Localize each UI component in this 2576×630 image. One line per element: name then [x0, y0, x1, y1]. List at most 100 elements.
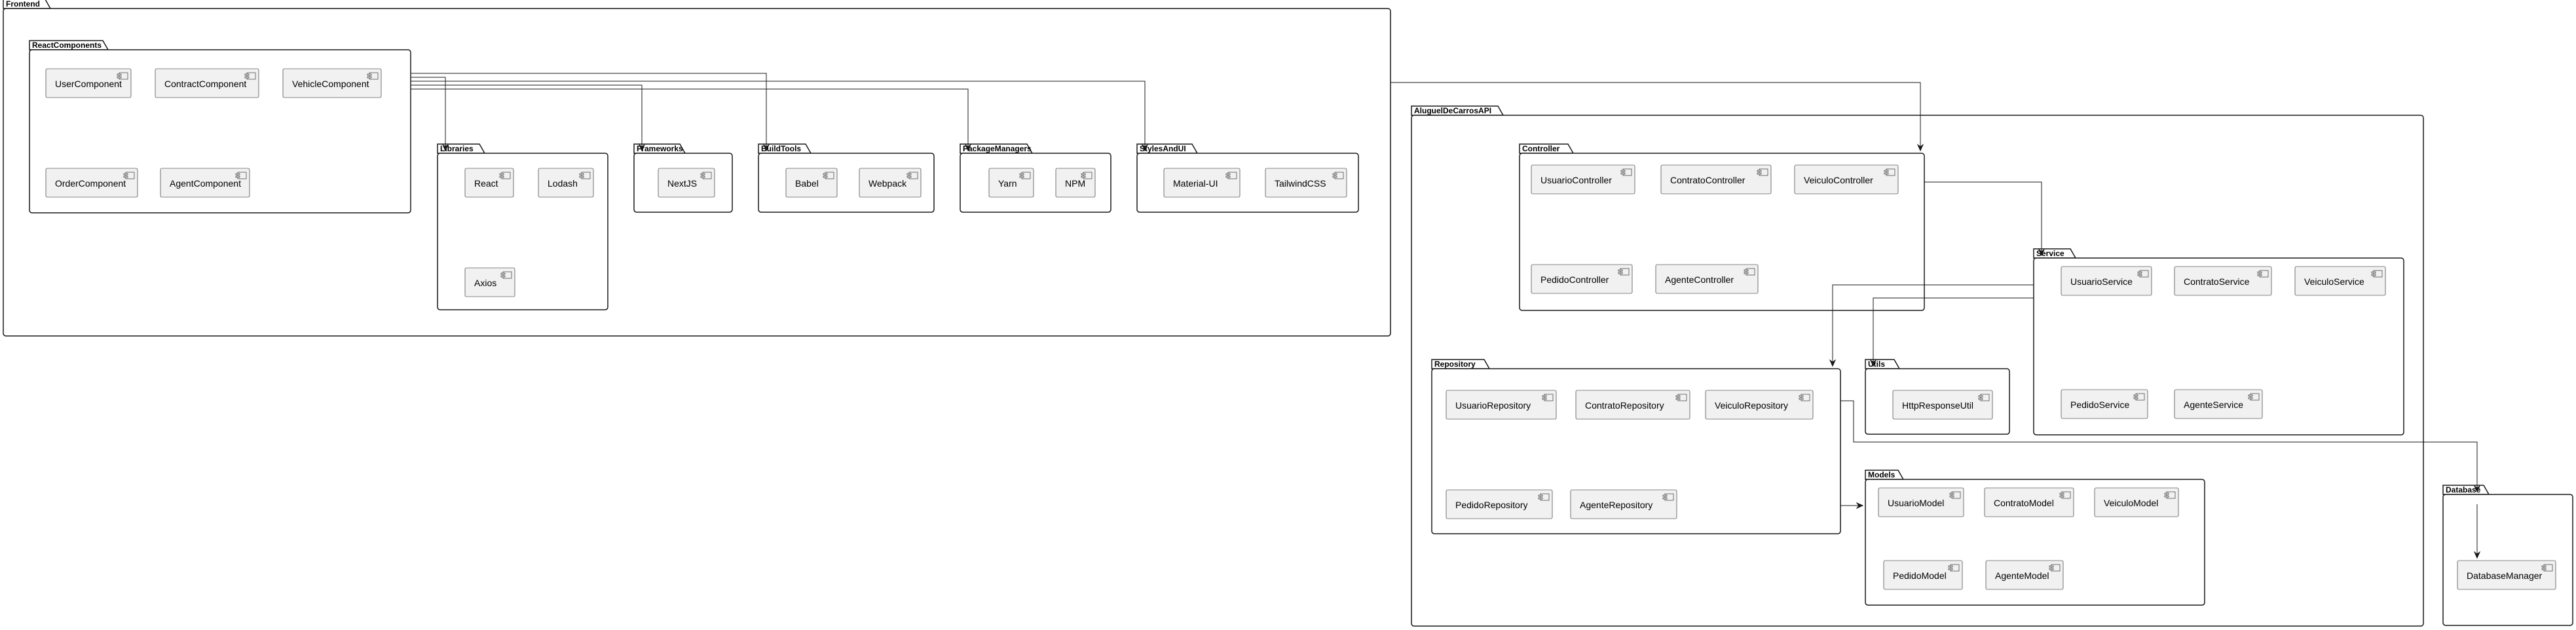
components-layer: UserComponent ContractComponent VehicleCom… — [45, 68, 2556, 590]
component-box — [1446, 489, 1553, 519]
component-icon — [2257, 270, 2269, 278]
component-label: OrderComponent — [55, 178, 126, 189]
component-vehicle-component: VehicleComponent — [282, 68, 382, 98]
edges-layer — [411, 73, 2481, 559]
component-box — [538, 168, 594, 198]
component-box — [785, 168, 838, 198]
component-order-component: OrderComponent — [45, 168, 138, 198]
component-label: Lodash — [548, 178, 578, 189]
component-box — [1794, 164, 1899, 195]
package-label: Libraries — [440, 144, 474, 153]
arrow-head — [441, 143, 449, 152]
component-label: Yarn — [998, 178, 1017, 189]
package-label: BuildTools — [761, 144, 801, 153]
package-label: AluguelDeCarrosAPI — [1414, 106, 1491, 115]
component-label: AgenteService — [2184, 399, 2243, 410]
component-box — [282, 68, 382, 98]
component-contrato-controller: ContratoController — [1660, 164, 1772, 195]
arrow-head — [2038, 248, 2045, 257]
component-label: React — [474, 178, 498, 189]
component-icon — [2248, 393, 2260, 401]
component-icon — [244, 72, 256, 80]
component-label: Material-UI — [1173, 178, 1218, 189]
component-label: UsuarioRepository — [1455, 400, 1531, 411]
component-http-response-util: HttpResponseUtil — [1892, 390, 1993, 420]
component-label: VeiculoController — [1804, 175, 1873, 185]
component-box — [1878, 487, 1964, 517]
component-icon — [1675, 394, 1687, 401]
component-label: NextJS — [667, 178, 697, 189]
component-icon — [1019, 172, 1031, 179]
component-babel: Babel — [785, 168, 838, 198]
package-body — [2442, 494, 2573, 626]
component-label: HttpResponseUtil — [1902, 400, 1973, 411]
package-label: Repository — [1434, 360, 1476, 369]
edge-service-to-repository — [1829, 284, 2034, 367]
arrow-head — [762, 143, 770, 152]
component-label: VeiculoModel — [2104, 498, 2158, 508]
component-box — [2457, 560, 2556, 590]
edge-repository-to-database — [1840, 400, 2481, 493]
component-label: Axios — [474, 278, 496, 288]
component-axios: Axios — [464, 267, 515, 297]
component-box — [1705, 390, 1814, 420]
component-icon — [2133, 393, 2145, 401]
component-icon — [1081, 172, 1092, 179]
component-label: ContractComponent — [164, 79, 246, 89]
component-box — [658, 168, 715, 198]
component-icon — [1757, 168, 1768, 176]
package-label: ReactComponents — [32, 41, 102, 50]
component-icon — [579, 172, 591, 179]
component-label: VeiculoService — [2304, 276, 2364, 287]
component-icon — [1225, 172, 1237, 179]
component-label: AgenteController — [1665, 274, 1734, 285]
package-body — [758, 153, 935, 213]
component-box — [1446, 390, 1557, 420]
package-database: Database — [2442, 485, 2573, 626]
package-label: Frameworks — [637, 144, 683, 153]
component-icon — [1620, 168, 1632, 176]
component-box — [2174, 266, 2272, 296]
component-icon — [499, 172, 511, 179]
edge-repository-to-models — [1840, 502, 1864, 510]
component-icon — [1332, 172, 1344, 179]
component-database-manager: DatabaseManager — [2457, 560, 2556, 590]
component-label: PedidoModel — [1893, 570, 1947, 581]
component-label: ContratoRepository — [1585, 400, 1664, 411]
component-box — [1575, 390, 1690, 420]
component-icon — [1542, 394, 1554, 401]
component-icon — [1662, 493, 1674, 501]
component-icon — [2164, 491, 2176, 499]
arrow-head — [2473, 551, 2481, 559]
edge-react-to-stylesandui — [411, 81, 1149, 152]
component-box — [1660, 164, 1772, 195]
component-label: ContratoModel — [1994, 498, 2054, 508]
component-box — [2061, 266, 2152, 296]
component-label: VeiculoRepository — [1715, 400, 1788, 411]
component-icon — [117, 72, 128, 80]
package-label: Controller — [1522, 144, 1560, 153]
component-veiculo-repository: VeiculoRepository — [1705, 390, 1814, 420]
component-user-component: UserComponent — [45, 68, 132, 98]
component-pedido-repository: PedidoRepository — [1446, 489, 1553, 519]
component-box — [1531, 264, 1633, 294]
package-label: PackageManagers — [963, 144, 1032, 153]
component-icon — [2137, 270, 2149, 278]
component-label: PedidoController — [1540, 274, 1609, 285]
package-body — [1136, 153, 1359, 213]
component-box — [2094, 487, 2179, 517]
component-agent-component: AgentComponent — [160, 168, 250, 198]
edge-frontend-to-controller — [1391, 82, 1924, 152]
component-icon — [1744, 268, 1755, 276]
component-webpack: Webpack — [859, 168, 922, 198]
edge-controller-to-service — [1924, 181, 2045, 257]
package-styles-and-ui: StylesAndUI — [1136, 143, 1359, 213]
component-veiculo-controller: VeiculoController — [1794, 164, 1899, 195]
component-label: VehicleComponent — [292, 79, 369, 89]
component-pedido-controller: PedidoController — [1531, 264, 1633, 294]
component-label: DatabaseManager — [2467, 570, 2543, 581]
component-label: UsuarioModel — [1888, 498, 1944, 508]
component-veiculo-service: VeiculoService — [2294, 266, 2386, 296]
component-agente-model: AgenteModel — [1985, 560, 2064, 590]
component-box — [1531, 164, 1635, 195]
